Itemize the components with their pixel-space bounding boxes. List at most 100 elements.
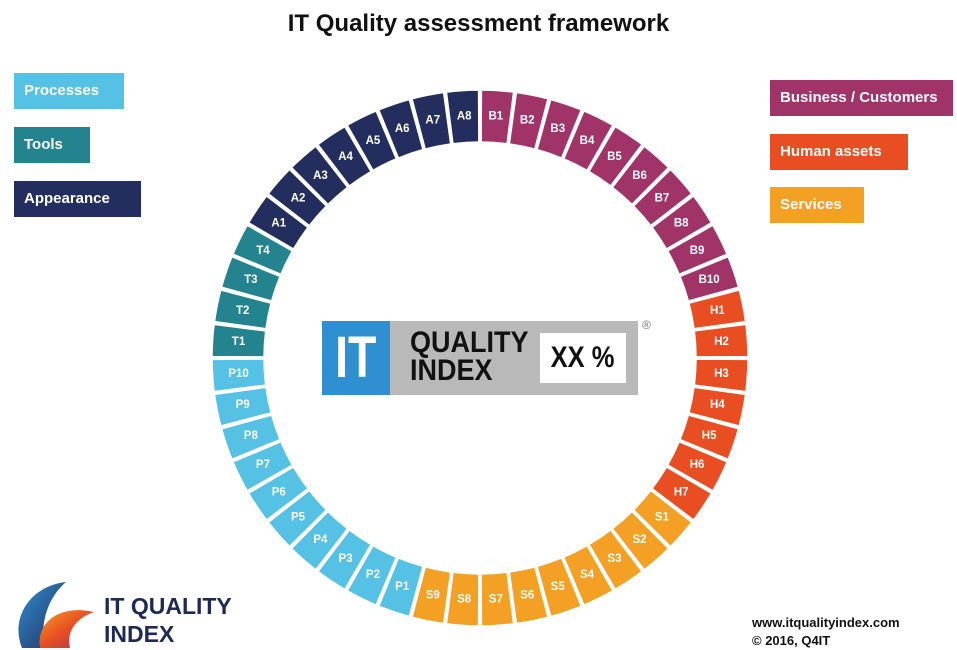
ring-segment-s1	[632, 489, 693, 548]
legend-services: Services	[770, 187, 864, 223]
ring-segment-a8	[445, 89, 480, 145]
ring-label-s2: S2	[633, 534, 647, 546]
ring-label-p9: P9	[236, 399, 250, 411]
ring-label-b5: B5	[607, 151, 622, 163]
ring-segment-p7	[231, 440, 294, 492]
ring-segment-s5	[536, 557, 583, 618]
ring-label-b7: B7	[655, 192, 670, 204]
ring-segment-t1	[211, 323, 267, 358]
ring-segment-b8	[650, 194, 713, 251]
ring-label-s1: S1	[655, 512, 670, 524]
registered-mark: ®	[642, 318, 651, 332]
ring-segment-b5	[587, 125, 644, 188]
ring-segment-a1	[247, 194, 310, 251]
ring-label-h5: H5	[702, 430, 717, 442]
ring-label-h6: H6	[690, 459, 705, 471]
ring-segment-a6	[377, 98, 424, 159]
ring-label-b3: B3	[550, 123, 565, 135]
ring-label-s6: S6	[520, 589, 534, 601]
ring-segment-s8	[445, 571, 480, 627]
ring-label-p8: P8	[244, 430, 259, 442]
ring-label-b8: B8	[674, 218, 689, 230]
ring-label-t3: T3	[244, 274, 257, 286]
ring-label-p6: P6	[272, 486, 286, 498]
legend-appearance: Appearance	[14, 181, 141, 217]
ring-segment-b6	[611, 145, 670, 206]
ring-label-p7: P7	[256, 459, 270, 471]
ring-segment-t4	[231, 224, 294, 276]
footer: www.itqualityindex.com © 2016, Q4IT	[752, 614, 900, 650]
ring-label-a1: A1	[271, 218, 286, 230]
ring-segment-p9	[213, 386, 272, 427]
footer-copyright: © 2016, Q4IT	[752, 633, 831, 648]
ring-label-a6: A6	[395, 123, 410, 135]
brand-line1: IT QUALITY	[104, 593, 232, 619]
legend-business-customers: Business / Customers	[770, 80, 953, 116]
ring-label-p1: P1	[395, 581, 410, 593]
ring-label-a3: A3	[313, 170, 328, 182]
ring-segment-h3	[693, 358, 749, 393]
ring-label-h1: H1	[710, 305, 725, 317]
ring-label-h4: H4	[710, 399, 725, 411]
ring-segment-s9	[411, 566, 452, 625]
ring-label-a2: A2	[291, 192, 306, 204]
ring-segment-a2	[267, 168, 328, 227]
ring-label-s7: S7	[489, 593, 503, 605]
ring-label-s9: S9	[426, 589, 440, 601]
ring-label-t4: T4	[256, 245, 270, 257]
ring-segment-t2	[213, 289, 272, 330]
ring-label-h3: H3	[714, 368, 729, 380]
ring-segment-h6	[666, 440, 729, 492]
ring-label-p2: P2	[366, 569, 380, 581]
ring-segment-b9	[666, 224, 729, 276]
ring-segment-h1	[688, 289, 747, 330]
ring-segment-a5	[346, 109, 398, 172]
ring-label-p5: P5	[291, 512, 306, 524]
ring-label-b6: B6	[632, 170, 647, 182]
ring-segment-b2	[508, 91, 549, 150]
ring-label-p4: P4	[313, 534, 328, 546]
ring-segment-b3	[536, 98, 583, 159]
ring-label-b9: B9	[690, 245, 705, 257]
logo-quality-text: QUALITY	[410, 326, 529, 359]
ring-label-h7: H7	[674, 486, 689, 498]
brand-line2: INDEX	[104, 621, 175, 647]
legend-tools: Tools	[14, 127, 90, 163]
logo-words: QUALITY INDEX	[410, 326, 542, 387]
ring-label-a5: A5	[366, 135, 381, 147]
ring-label-s4: S4	[580, 569, 595, 581]
ring-segment-h7	[650, 465, 713, 522]
ring-label-t1: T1	[232, 336, 246, 348]
ring-label-a4: A4	[338, 151, 353, 163]
ring-segment-p5	[267, 489, 328, 548]
brand-logo: IT QUALITY INDEX	[10, 578, 250, 648]
ring-label-b4: B4	[580, 135, 595, 147]
ring-segment-a7	[411, 91, 452, 150]
ring-segment-p8	[220, 414, 281, 461]
ring-label-b2: B2	[520, 115, 535, 127]
score-value: XX %	[540, 333, 626, 383]
ring-segment-t3	[220, 255, 281, 302]
ring-segment-p10	[211, 358, 267, 393]
ring-segment-b7	[632, 168, 693, 227]
ring-segment-b10	[679, 255, 740, 302]
ring-segment-s3	[587, 528, 644, 591]
ring-segment-s2	[611, 510, 670, 571]
ring-label-a7: A7	[425, 115, 440, 127]
brand-swirl-icon	[18, 582, 94, 648]
legend-human-assets: Human assets	[770, 134, 908, 170]
ring-segment-p1	[377, 557, 424, 618]
footer-url[interactable]: www.itqualityindex.com	[752, 615, 900, 630]
ring-label-p3: P3	[339, 553, 353, 565]
ring-label-p10: P10	[228, 368, 248, 380]
ring-segment-p2	[346, 544, 398, 607]
ring-segment-s6	[508, 566, 549, 625]
ring-segment-a4	[316, 125, 373, 188]
ring-segment-a3	[290, 145, 349, 206]
ring-label-b10: B10	[699, 274, 720, 286]
logo-index-text: INDEX	[410, 354, 493, 387]
ring-segment-b4	[562, 109, 614, 172]
ring-label-a8: A8	[457, 111, 472, 123]
ring-segment-p3	[316, 528, 373, 591]
